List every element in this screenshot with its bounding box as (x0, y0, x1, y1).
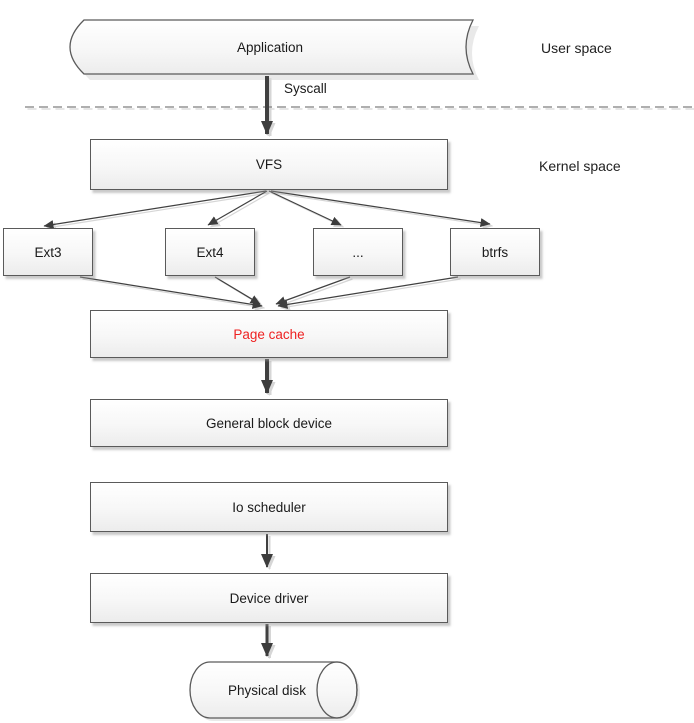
node-ext4-label: Ext4 (196, 244, 224, 260)
node-device-driver: Device driver (90, 573, 448, 623)
node-vfs-label: VFS (255, 157, 283, 172)
connector-ext4-to-page-cache (214, 276, 261, 305)
kernel-space-label: Kernel space (539, 158, 621, 174)
node-ext4: Ext4 (165, 228, 255, 276)
node-general-block-device: General block device (90, 399, 448, 447)
connector-ext3-to-page-cache (79, 276, 263, 309)
syscall-label: Syscall (284, 81, 327, 96)
node-btrfs-label: btrfs (481, 244, 509, 260)
application-cylinder-shape (69, 19, 479, 80)
node-page-cache: Page cache (90, 310, 448, 358)
connector-vfs-to-ext4 (207, 190, 268, 226)
node-physical-disk-label: Physical disk (227, 682, 307, 698)
physical-disk-shape (189, 661, 360, 721)
connector-vfs-to-ext3 (43, 190, 267, 229)
node-other-fs-label: ... (352, 244, 364, 260)
node-application-label: Application (236, 39, 304, 55)
node-device-driver-label: Device driver (229, 590, 309, 606)
node-ext3: Ext3 (3, 228, 93, 276)
node-other-fs: ... (313, 228, 403, 276)
disk-end-ellipse (316, 661, 358, 719)
node-ext3-label: Ext3 (34, 244, 62, 260)
connector-other-fs-to-page-cache (275, 276, 351, 305)
connector-vfs-to-other-fs (268, 190, 342, 226)
node-general-block-device-label: General block device (205, 415, 333, 431)
user-space-label: User space (541, 40, 612, 56)
connector-btrfs-to-page-cache (277, 276, 459, 309)
node-io-scheduler: Io scheduler (90, 482, 448, 532)
connectors (25, 76, 694, 657)
node-vfs: VFS (90, 139, 448, 190)
node-io-scheduler-label: Io scheduler (232, 499, 306, 515)
connector-vfs-to-btrfs (270, 190, 491, 228)
node-btrfs: btrfs (450, 228, 540, 276)
node-page-cache-label: Page cache (233, 326, 305, 342)
